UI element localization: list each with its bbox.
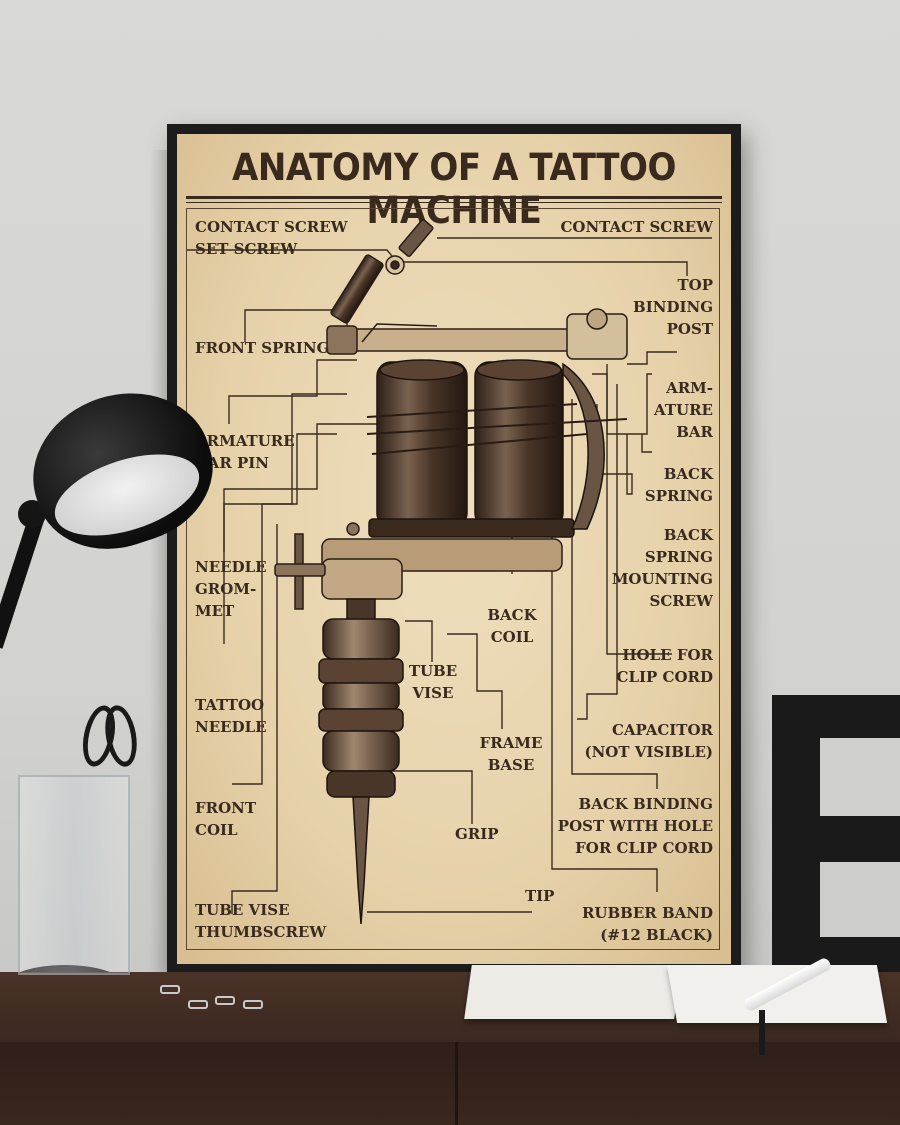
label-tattoo-needle: TATTOO NEEDLE (195, 696, 267, 736)
grip (318, 598, 404, 925)
contact-screw (330, 219, 434, 324)
wall-shadow (150, 150, 170, 980)
label-tube-vise: TUBE VISE (408, 662, 458, 702)
coils (368, 359, 605, 538)
armature-bar (326, 308, 628, 360)
frame-base (274, 522, 563, 610)
label-front-spring: FRONT SPRING (195, 339, 330, 357)
label-top-binding-post: TOP BINDING POST (633, 276, 713, 338)
label-front-coil: FRONT COIL (195, 799, 257, 839)
label-back-binding-post: BACK BINDING POST WITH HOLE FOR CLIP COR… (557, 795, 713, 857)
label-rubber-band: RUBBER BAND (#12 BLACK) (581, 904, 713, 944)
label-needle-grommet: NEEDLE GROM- MET (195, 558, 267, 620)
scissors-handle-right (100, 702, 142, 770)
title-rule (186, 196, 722, 199)
paper-clip (160, 985, 180, 994)
label-back-coil: BACK COIL (487, 606, 537, 646)
leader-lines (187, 237, 712, 914)
black-frame-opening-top (820, 738, 900, 816)
label-armature-bar: ARM- ATURE BAR (654, 379, 713, 441)
label-grip: GRIP (455, 825, 499, 843)
label-hole-for-clip-cord: HOLE FOR CLIP CORD (616, 646, 713, 686)
label-back-spring-mounting-screw: BACK SPRING MOUNTING SCREW (611, 526, 713, 610)
desk-seam (455, 1042, 458, 1125)
tattoo-machine-diagram (187, 219, 712, 925)
paper-clip (188, 1000, 208, 1009)
paper-clip (215, 996, 235, 1005)
tattoo-machine-poster: ANATOMY OF A TATTOO MACHINE (177, 134, 731, 964)
label-contact-screw-set-screw: CONTACT SCREW SET SCREW (195, 218, 348, 258)
label-tube-vise-thumbscrew: TUBE VISE THUMBSCREW (195, 901, 327, 941)
springs (366, 403, 628, 455)
label-tip: TIP (525, 887, 555, 905)
label-frame-base: FRAME BASE (479, 734, 543, 774)
label-capacitor: CAPACITOR (NOT VISIBLE) (584, 721, 713, 761)
pen-holder (18, 775, 130, 975)
inner-border (186, 208, 720, 950)
label-contact-screw: CONTACT SCREW (560, 218, 713, 236)
title-rule-thin (186, 202, 722, 203)
black-frame-opening-bottom (820, 862, 900, 937)
label-back-spring: BACK SPRING (644, 465, 713, 505)
notebook-left-page (464, 965, 682, 1019)
bookmark-ribbon (759, 1010, 765, 1055)
desk-front (0, 1042, 900, 1125)
paper-clip (243, 1000, 263, 1009)
